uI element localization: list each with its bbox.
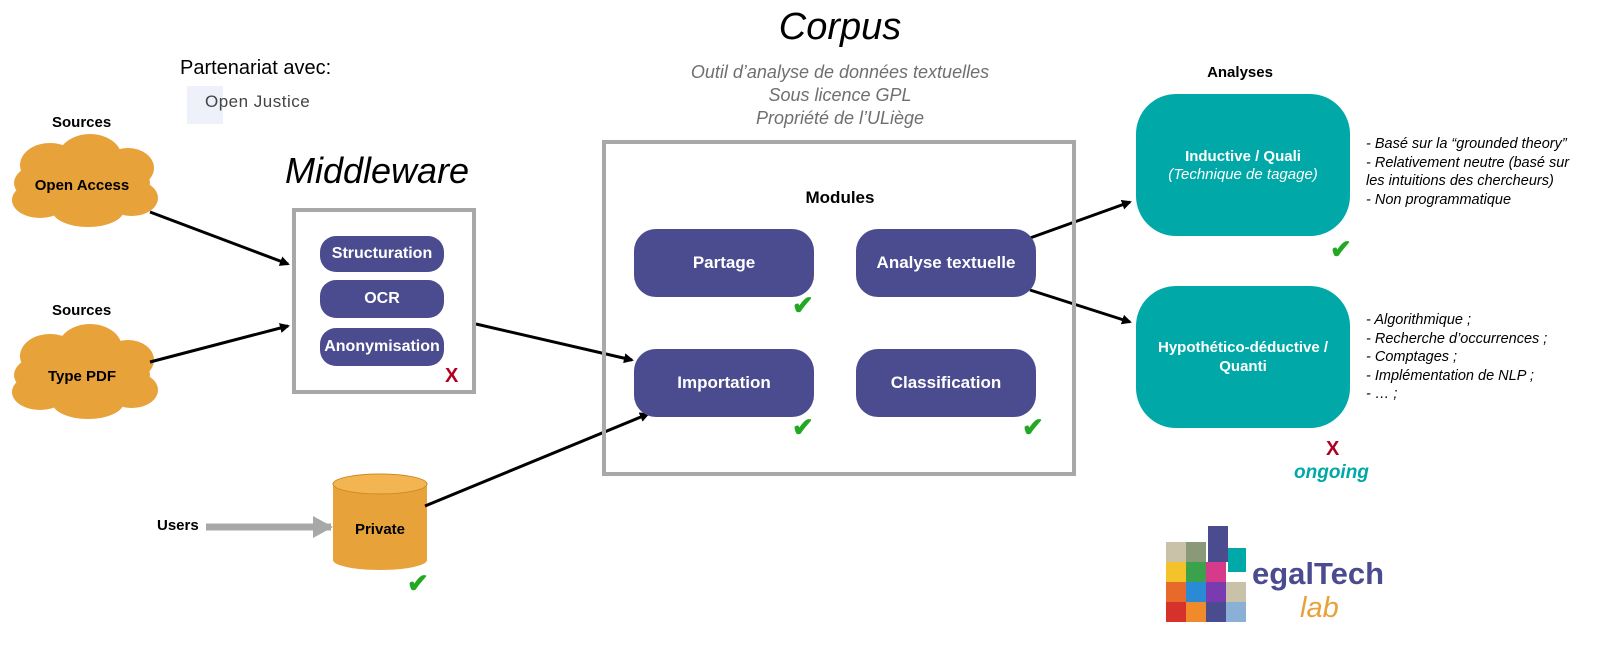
subtitle-line-2: Sous licence GPL xyxy=(768,85,912,105)
legaltech-logo-icon xyxy=(1166,526,1246,622)
module-partage: Partage xyxy=(634,229,814,297)
deductive-bullet-1: - Algorithmique ; xyxy=(1366,312,1472,328)
importation-check-icon: ✔ xyxy=(792,412,814,442)
subtitle-line-1: Outil d’analyse de données textuelles xyxy=(690,62,990,82)
analyses-title: Analyses xyxy=(1207,64,1273,81)
page-title: Corpus xyxy=(778,6,902,48)
middleware-item-ocr: OCR xyxy=(320,280,444,318)
module-analyse-textuelle: Analyse textuelle xyxy=(856,229,1036,297)
deductive-bullet-5: - … ; xyxy=(1366,386,1398,402)
deductive-status-label: ongoing xyxy=(1294,462,1369,483)
subtitle-line-3: Propriété de l’ULiège xyxy=(755,108,925,128)
inductive-subtitle: (Technique de tagage) xyxy=(1168,166,1318,183)
deductive-cross-icon: X xyxy=(1326,438,1340,460)
deductive-bullet-4: - Implémentation de NLP ; xyxy=(1366,367,1534,384)
module-classification: Classification xyxy=(856,349,1036,417)
inductive-bullet-4: - Non programmatique xyxy=(1366,191,1512,208)
middleware-cross-icon: X xyxy=(445,365,459,387)
analysis-inductive: Inductive / Quali (Technique de tagage) xyxy=(1136,94,1350,236)
classification-check-icon: ✔ xyxy=(1022,412,1044,442)
arrow-private-to-importation xyxy=(424,412,650,508)
inductive-check-icon: ✔ xyxy=(1330,234,1352,264)
middleware-item-anonymisation: Anonymisation xyxy=(320,328,444,366)
private-store-label: Private xyxy=(354,521,406,538)
arrow-middleware-to-importation xyxy=(475,322,634,364)
open-justice-logo-background xyxy=(187,86,223,124)
middleware-item-structuration: Structuration xyxy=(320,236,444,272)
middleware-frame xyxy=(292,208,476,394)
inductive-bullet-2: - Relativement neutre (basé sur xyxy=(1366,154,1570,171)
arrow-analyse-to-inductive xyxy=(1029,200,1132,240)
logo-text-main: egalTech xyxy=(1252,556,1385,591)
modules-title: Modules xyxy=(805,188,875,207)
arrow-analyse-to-deductive xyxy=(1029,288,1132,325)
inductive-bullets: - Basé sur la “grounded theory” - Relati… xyxy=(1366,135,1569,209)
logo-text-sub: lab xyxy=(1300,592,1339,624)
users-label: Users xyxy=(157,517,199,534)
inductive-title: Inductive / Quali xyxy=(1185,148,1301,165)
cloud-type-pdf xyxy=(12,324,158,419)
deductive-title-line-1: Hypothético-déductive / xyxy=(1157,339,1329,356)
partnership-label: Partenariat avec: xyxy=(180,57,332,79)
sources-label-2: Sources xyxy=(52,302,112,319)
arrow-open-access-to-middleware xyxy=(149,210,290,266)
deductive-bullets: - Algorithmique ; - Recherche d’occurren… xyxy=(1366,311,1547,404)
cloud-open-access xyxy=(12,134,158,227)
arrow-pdf-to-middleware xyxy=(149,323,290,364)
deductive-bullet-3: - Comptages ; xyxy=(1366,349,1458,365)
open-justice-logo: Open Justice xyxy=(205,92,311,111)
inductive-bullet-1: - Basé sur la “grounded theory” xyxy=(1366,136,1567,152)
partage-check-icon: ✔ xyxy=(792,290,814,320)
modules-frame xyxy=(602,140,1076,476)
module-importation: Importation xyxy=(634,349,814,417)
source-type-pdf: Type PDF xyxy=(47,368,117,385)
private-check-icon: ✔ xyxy=(407,568,429,598)
analysis-deductive: Hypothético-déductive / Quanti xyxy=(1136,286,1350,428)
sources-label-1: Sources xyxy=(52,114,112,131)
deductive-bullet-2: - Recherche d’occurrences ; xyxy=(1366,330,1548,347)
source-open-access: Open Access xyxy=(34,177,130,194)
private-database-icon xyxy=(332,473,428,570)
inductive-bullet-3: les intuitions des chercheurs) xyxy=(1366,173,1554,189)
middleware-title: Middleware xyxy=(285,150,470,191)
deductive-title-line-2: Quanti xyxy=(1219,358,1267,375)
